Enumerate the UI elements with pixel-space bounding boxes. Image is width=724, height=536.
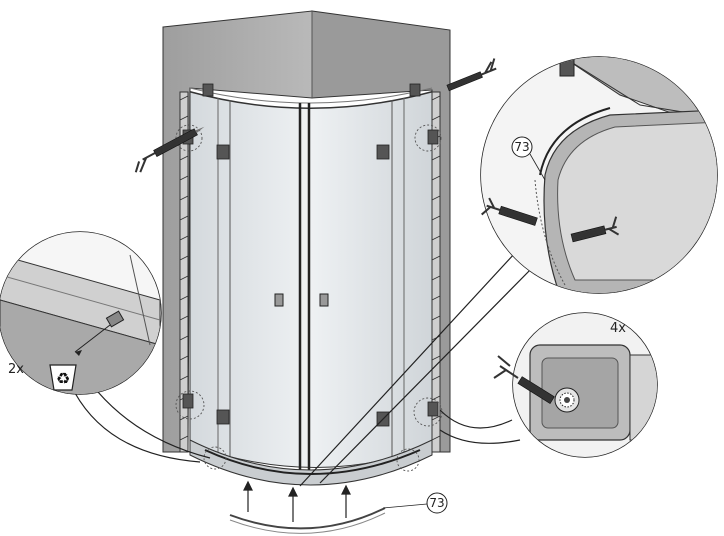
part-callout-73-top: 73 [511,136,546,181]
detail-view-seal: SILICONE SILICONE [480,56,718,294]
left-door-handle [274,293,284,307]
part-callout-73-bottom: 73 [382,492,448,514]
detail-view-drain: SILICONE [493,312,658,458]
leader-lines [74,252,536,487]
shower-enclosure [162,10,451,486]
left-wall-profile [179,91,189,453]
svg-text:73: 73 [514,140,529,154]
svg-text:SILICONE: SILICONE [504,209,526,220]
svg-text:SILICONE: SILICONE [575,230,597,240]
multiplier-2x: 2x [8,362,24,377]
shower-tray [189,439,433,486]
svg-text:73: 73 [429,496,444,510]
silicone-gun-icon: SILICONE [446,58,497,92]
recycle-icon: ♻ [49,364,77,391]
right-door-handle [319,293,329,307]
bottom-seal [229,507,386,534]
svg-text:♻: ♻ [56,369,70,388]
insertion-arrows [243,480,351,522]
detail-view-screw [0,231,162,395]
right-wall-profile [431,91,441,453]
multiplier-4x: 4x [610,321,626,336]
